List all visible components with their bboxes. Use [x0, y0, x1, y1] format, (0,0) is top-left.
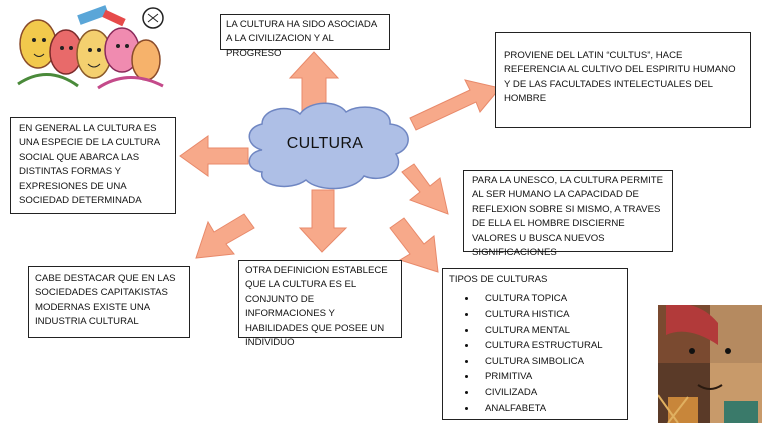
box-capitalistas-text: CABE DESTACAR QUE EN LAS SOCIEDADES CAPI…: [35, 273, 176, 328]
box-definicion: OTRA DEFINICION ESTABLECE QUE LA CULTURA…: [238, 260, 402, 348]
tipos-item: CULTURA ESTRUCTURAL: [477, 338, 621, 354]
box-capitalistas: CABE DESTACAR QUE EN LAS SOCIEDADES CAPI…: [28, 266, 190, 338]
arrow-down: [298, 189, 348, 253]
box-especie: EN GENERAL LA CULTURA ES UNA ESPECIE DE …: [10, 117, 176, 214]
arrow-down-right: [389, 217, 439, 273]
tipos-list: CULTURA TOPICA CULTURA HISTICA CULTURA M…: [449, 291, 621, 416]
tipos-item: CULTURA MENTAL: [477, 323, 621, 339]
arrow-upper-right: [409, 79, 501, 131]
box-unesco: PARA LA UNESCO, LA CULTURA PERMITE AL SE…: [463, 170, 673, 258]
box-civilizacion-text: LA CULTURA HA SIDO ASOCIADA A LA CIVILIZ…: [226, 19, 377, 59]
box-latin: PROVIENE DEL LATIN “CULTUS”, HACE REFERE…: [495, 32, 751, 128]
tipos-item: ANALFABETA: [477, 401, 621, 417]
tipos-title: TIPOS DE CULTURAS: [449, 274, 548, 285]
faces-collage-image: [658, 305, 762, 423]
tipos-item: CULTURA SIMBOLICA: [477, 354, 621, 370]
tipos-item: PRIMITIVA: [477, 369, 621, 385]
tipos-item: CULTURA HISTICA: [477, 307, 621, 323]
box-definicion-text: OTRA DEFINICION ESTABLECE QUE LA CULTURA…: [245, 265, 388, 349]
culture-art-illustration: [8, 4, 168, 94]
cloud-label: CULTURA: [286, 135, 364, 152]
arrow-left: [179, 135, 249, 177]
box-civilizacion: LA CULTURA HA SIDO ASOCIADA A LA CIVILIZ…: [220, 14, 390, 59]
box-especie-text: EN GENERAL LA CULTURA ES UNA ESPECIE DE …: [19, 123, 160, 207]
box-tipos: TIPOS DE CULTURAS CULTURA TOPICA CULTURA…: [442, 268, 628, 420]
arrow-down-left: [195, 213, 255, 259]
arrow-right-down: [401, 163, 449, 215]
tipos-item: CIVILIZADA: [477, 385, 621, 401]
tipos-item: CULTURA TOPICA: [477, 291, 621, 307]
box-unesco-text: PARA LA UNESCO, LA CULTURA PERMITE AL SE…: [472, 175, 664, 259]
box-latin-text: PROVIENE DEL LATIN “CULTUS”, HACE REFERE…: [504, 50, 736, 105]
